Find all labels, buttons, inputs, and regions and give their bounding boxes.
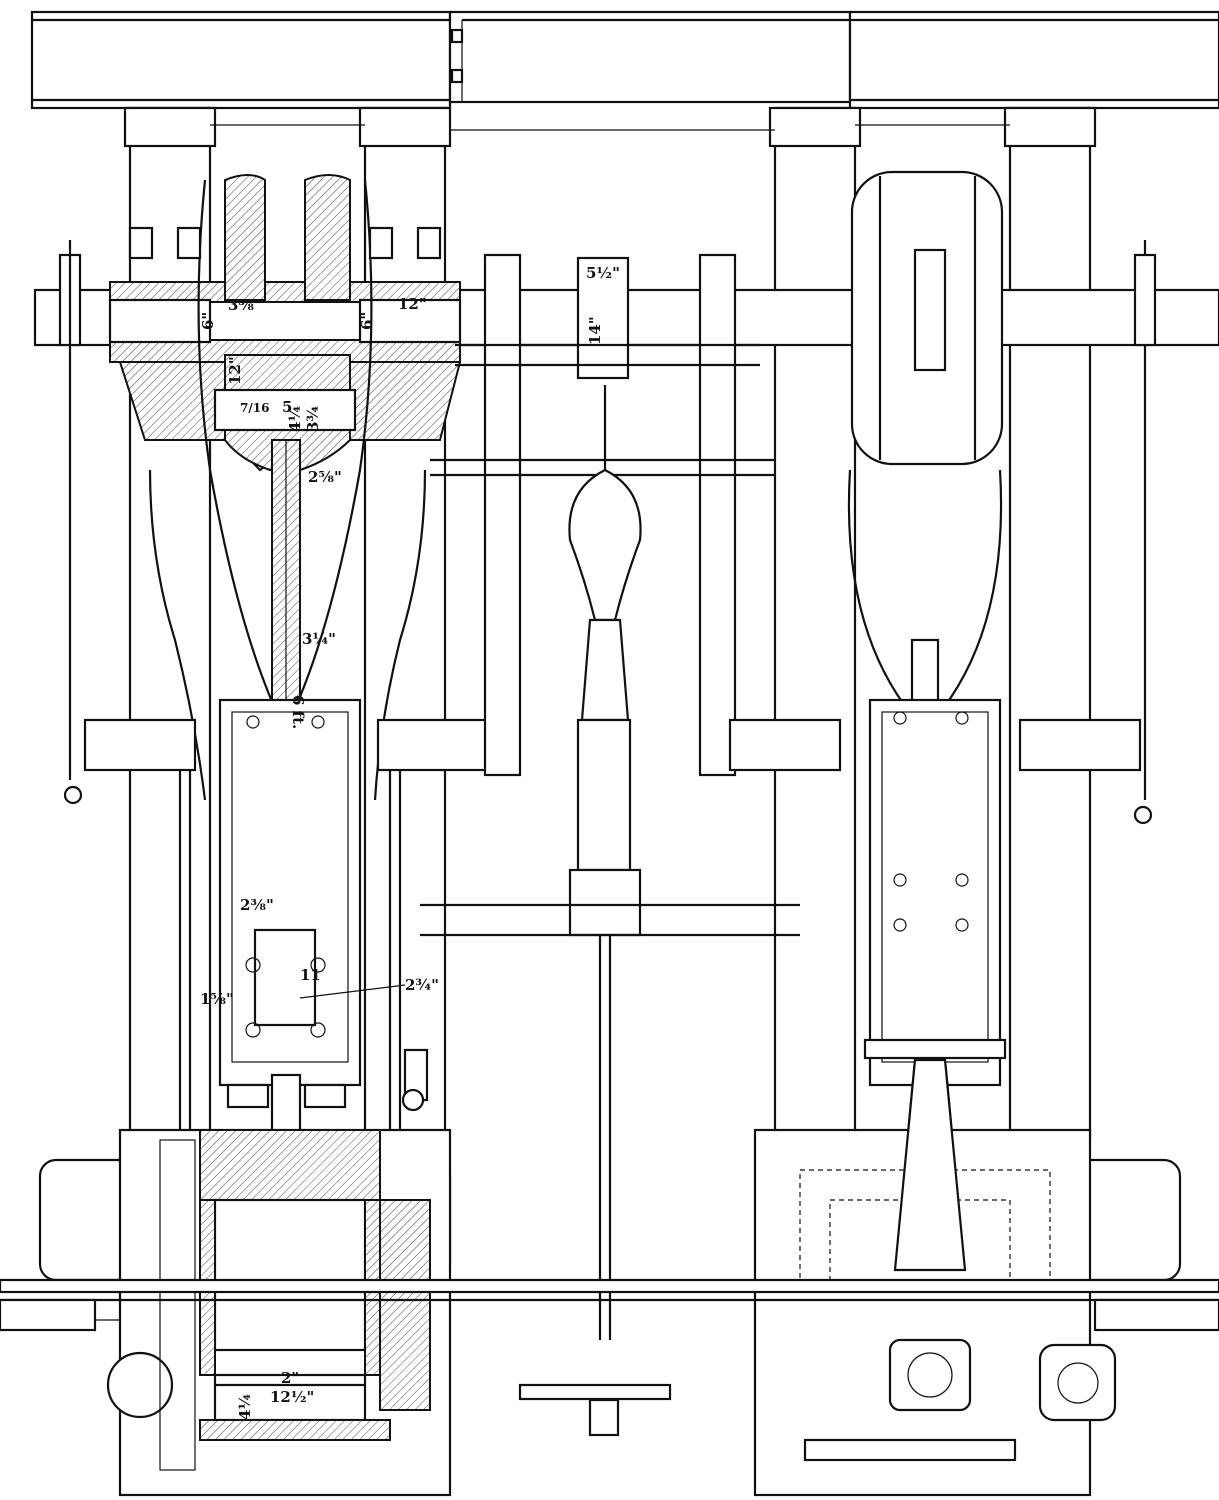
dim-crosshead-pin-depth: 12" [226,356,244,385]
dim-pin-four-quarter: 4¼ [286,406,304,432]
dim-rod-mid: 3¼" [302,630,336,648]
dim-bolt-fraction: 7/16 [240,401,269,415]
dim-piston-rod-lower: 2" [281,1369,299,1387]
dim-rod-neck: 2⅝" [308,468,342,486]
dim-crank-pin-height-right: 6" [358,312,376,330]
left-valve-gear [58,226,490,1140]
dim-piston-thickness: 4¼ [236,1394,254,1420]
dim-piston-rod-upper: 2⅜" [240,896,274,914]
dim-crank-pin-width: 3⅜" [228,296,262,314]
dim-main-bearing-length: 12" [398,295,427,313]
top-frame-beams [30,10,1219,110]
dim-rod-length: 6 ft. [289,695,307,729]
floor-grating [0,1278,1219,1332]
dim-crosshead-right: 2¾" [405,976,439,994]
frame-columns [123,106,1097,1140]
dim-piston-diameter: 12½" [270,1388,314,1406]
left-crank-and-connecting-rod [148,174,427,1390]
left-cylinder [38,1128,452,1497]
dim-bolt-five: 5 [282,398,292,416]
dim-eccentric-width: 5½" [586,264,620,282]
central-eccentric-and-column [420,253,800,1437]
dim-crosshead-left: 1⅝" [200,990,234,1008]
right-cylinder [753,1058,1182,1497]
dimension-labels: 6" 3⅜" 6" 12" 5½" 14" 12" 7/16 5 4¼ 3¾ 2… [199,264,620,1420]
dim-pin-three-three-quarter: 3¾ [304,406,322,432]
dim-eccentric-height: 14" [586,316,604,345]
dim-crank-pin-height-left: 6" [199,312,217,330]
dim-crosshead-eleven: 11 [300,966,321,984]
